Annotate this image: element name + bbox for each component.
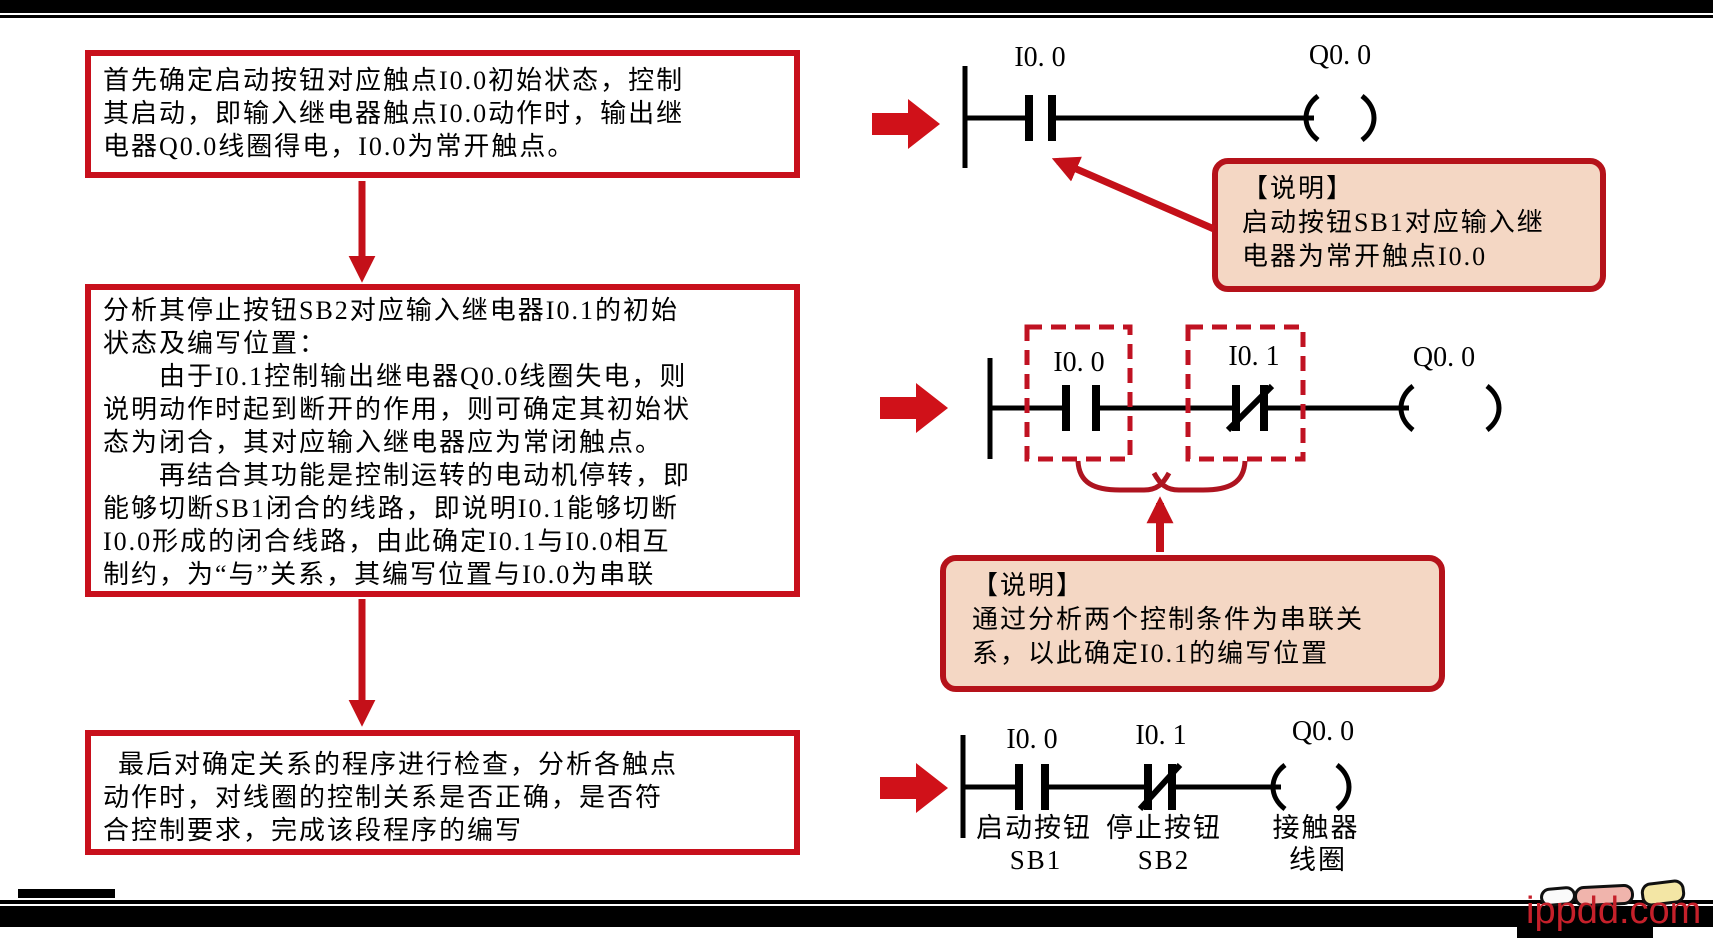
- brace-left: [1075, 460, 1172, 493]
- rung3-coil-name: 接触器: [1273, 813, 1360, 843]
- coil-right-paren: [1335, 763, 1352, 811]
- bottom-thin-rule: [0, 900, 1713, 904]
- flow-step-3: 最后对确定关系的程序进行检查，分析各触点 动作时，对线圈的控制关系是否正确，是否…: [85, 730, 800, 855]
- bottom-left-small-rule: [18, 889, 115, 898]
- ladder-rung-2: [987, 358, 1502, 459]
- flow-step-1: 首先确定启动按钮对应触点I0.0初始状态，控制 其启动，即输入继电器触点I0.0…: [85, 50, 800, 178]
- rung2-contact2-label: I0. 1: [1228, 341, 1279, 372]
- rung3-contact2-name: 停止按钮: [1106, 813, 1222, 843]
- top-thin-rule: [0, 15, 1713, 18]
- rung3-contact1-ref: SB1: [1010, 845, 1063, 875]
- highlight-dashed-box-contact1: [1024, 324, 1133, 462]
- rung2-coil-label: Q0. 0: [1413, 342, 1475, 373]
- right-arrow-icon: [872, 99, 940, 149]
- nc-contact-slash: [1225, 383, 1275, 433]
- right-arrow-icon: [880, 763, 948, 813]
- rung3-contact1-name: 启动按钮: [976, 813, 1092, 843]
- coil-left-paren: [1398, 384, 1415, 432]
- nc-contact-slash: [1137, 762, 1183, 812]
- rung2-contact1-label: I0. 0: [1053, 347, 1104, 378]
- bottom-right-block: [1517, 926, 1653, 938]
- callout-1-body: 启动按钮SB1对应输入继 电器为常开触点I0.0: [1242, 208, 1545, 271]
- callout-2-title: 【说明】: [972, 571, 1085, 600]
- coil-left-paren: [1303, 94, 1320, 142]
- series-brace: [1075, 460, 1248, 493]
- brace-right: [1151, 460, 1248, 493]
- callout-2: 【说明】 通过分析两个控制条件为串联关 系，以此确定I0.1的编写位置: [940, 555, 1445, 692]
- bottom-thick-rule: [0, 906, 1713, 927]
- rung-pointer-arrows: [872, 99, 948, 813]
- coil-right-paren: [1360, 94, 1377, 142]
- rung3-contact2-ref: SB2: [1138, 845, 1191, 875]
- rung3-coil-name2: 线圈: [1289, 845, 1347, 875]
- top-thick-rule: [0, 0, 1713, 13]
- coil-right-paren: [1485, 384, 1502, 432]
- rung1-contact1-label: I0. 0: [1014, 42, 1065, 73]
- rung3-contact2-label: I0. 1: [1135, 720, 1186, 751]
- rung3-contact1-label: I0. 0: [1006, 724, 1057, 755]
- callout-1-arrow: [1051, 156, 1216, 233]
- rung3-coil-label: Q0. 0: [1292, 716, 1354, 747]
- watermark-text: ippdd.com: [1526, 890, 1702, 932]
- callout-1: 【说明】 启动按钮SB1对应输入继 电器为常开触点I0.0: [1212, 158, 1606, 292]
- callout-2-body: 通过分析两个控制条件为串联关 系，以此确定I0.1的编写位置: [972, 605, 1365, 668]
- rung1-coil-label: Q0. 0: [1309, 40, 1371, 71]
- ladder-rung-3: [960, 735, 1352, 838]
- right-arrow-icon: [880, 383, 948, 433]
- callout-1-title: 【说明】: [1242, 174, 1355, 203]
- flow-step-2: 分析其停止按钮SB2对应输入继电器I0.1的初始 状态及编写位置： 由于I0.1…: [85, 284, 800, 597]
- coil-left-paren: [1270, 763, 1287, 811]
- highlight-dashed-box-contact2: [1185, 324, 1306, 462]
- ladder-rung-1: [962, 66, 1377, 168]
